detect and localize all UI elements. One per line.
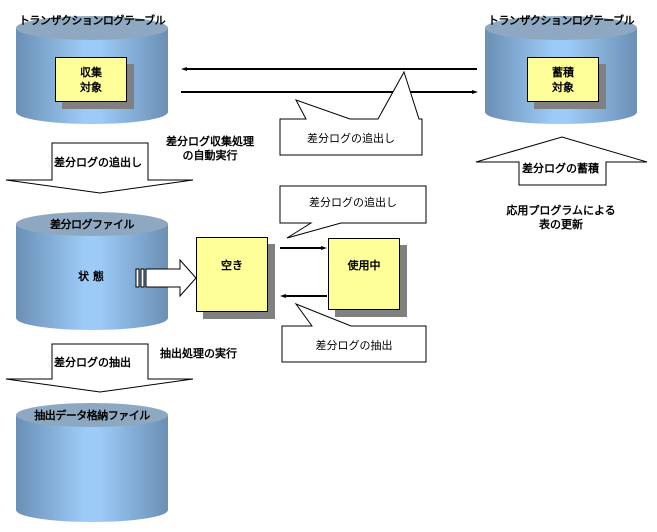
state-in-use-label: 使用中 — [347, 258, 381, 272]
accumulate-target-box: 蓄積 対象 — [527, 57, 599, 102]
arrow-source-to-target — [181, 90, 478, 94]
note-app-update-line1: 応用プログラムによる — [506, 204, 616, 217]
target-table-title: トランザクションログテーブル — [487, 14, 635, 27]
arrow-down-push-out — [5, 142, 194, 194]
cylinder-extract-file — [16, 403, 168, 522]
note-extract-exec: 抽出処理の実行 — [160, 347, 237, 360]
collect-target-box: 収集 対象 — [55, 57, 127, 102]
note-auto-collect-line2: の自動実行 — [182, 149, 238, 162]
source-table-title: トランザクションログテーブル — [18, 14, 166, 27]
callout-top — [279, 70, 423, 156]
state-label: 状 態 — [78, 270, 104, 283]
callout-top-text: 差分ログの追出し — [307, 132, 395, 145]
arrow-up-accumulate — [475, 136, 648, 186]
arrow-down-extract — [5, 343, 194, 393]
accumulate-arrow-label: 差分ログの蓄積 — [522, 162, 599, 175]
note-auto-collect: 差分ログ収集処理 の自動実行 — [155, 135, 265, 163]
cylinder-diff-log-file — [16, 212, 168, 330]
arrow-state-to-empty — [135, 258, 197, 298]
arrow-empty-to-in-use — [280, 246, 327, 250]
extract-file-title: 抽出データ格納ファイル — [34, 409, 150, 422]
arrow-in-use-to-empty — [280, 294, 327, 298]
extract-arrow-label: 差分ログの抽出 — [54, 356, 131, 369]
state-empty-box: 空き — [196, 237, 268, 312]
push-out-arrow-label: 差分ログの追出し — [54, 156, 142, 169]
note-app-update: 応用プログラムによる 表の更新 — [496, 204, 626, 232]
state-empty-label: 空き — [221, 259, 243, 272]
callout-middle-top — [279, 185, 427, 239]
arrow-target-to-source — [181, 67, 477, 71]
note-app-update-line2: 表の更新 — [539, 218, 583, 231]
callout-middle-bottom-text: 差分ログの抽出 — [315, 339, 393, 352]
callout-middle-bottom — [281, 302, 427, 363]
diff-log-file-title: 差分ログファイル — [50, 218, 135, 231]
note-auto-collect-line1: 差分ログ収集処理 — [166, 135, 254, 148]
state-in-use-box: 使用中 — [328, 238, 400, 310]
callout-middle-top-text: 差分ログの追出し — [309, 196, 397, 209]
